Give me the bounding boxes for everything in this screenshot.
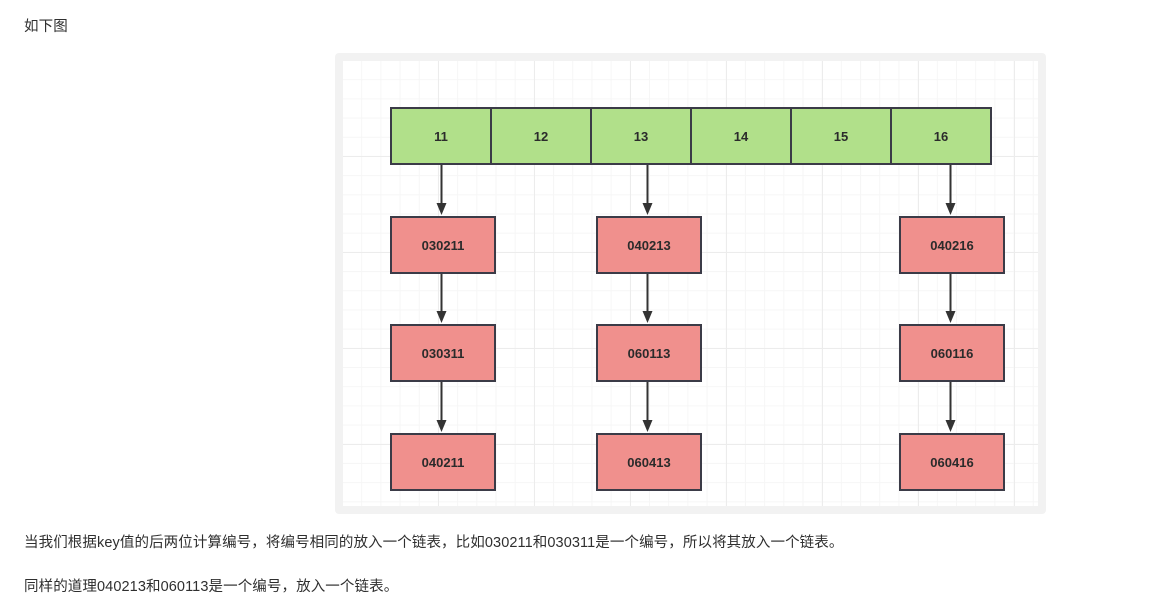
node-label: 040213 xyxy=(627,237,671,253)
node-label: 060113 xyxy=(627,345,671,361)
node-chain1-0[interactable]: 040213 xyxy=(596,216,702,274)
arrow-chain2-1-to-2 xyxy=(944,382,957,433)
bucket-cell-3[interactable]: 14 xyxy=(690,107,792,165)
node-label: 060413 xyxy=(627,454,671,470)
node-label: 060116 xyxy=(930,345,974,361)
node-chain2-1[interactable]: 060116 xyxy=(899,324,1005,382)
node-chain0-0[interactable]: 030211 xyxy=(390,216,496,274)
node-label: 040211 xyxy=(421,454,465,470)
node-chain0-2[interactable]: 040211 xyxy=(390,433,496,491)
node-chain2-0[interactable]: 040216 xyxy=(899,216,1005,274)
bucket-cell-label: 14 xyxy=(733,128,749,144)
node-label: 030311 xyxy=(421,345,465,361)
explanation-paragraph-1: 当我们根据key值的后两位计算编号，将编号相同的放入一个链表，比如030211和… xyxy=(24,535,844,551)
node-label: 030211 xyxy=(421,237,465,253)
bucket-array: 11 12 13 14 15 16 xyxy=(390,107,992,165)
node-label: 060416 xyxy=(930,454,974,470)
bucket-cell-5[interactable]: 16 xyxy=(890,107,992,165)
node-chain1-1[interactable]: 060113 xyxy=(596,324,702,382)
arrow-chain0-1-to-2 xyxy=(435,382,448,433)
node-chain2-2[interactable]: 060416 xyxy=(899,433,1005,491)
bucket-cell-label: 13 xyxy=(633,128,649,144)
node-chain1-2[interactable]: 060413 xyxy=(596,433,702,491)
bucket-cell-0[interactable]: 11 xyxy=(390,107,492,165)
diagram-canvas: 11 12 13 14 15 16 0 xyxy=(343,61,1038,506)
bucket-cell-label: 16 xyxy=(933,128,949,144)
hash-table-diagram: 11 12 13 14 15 16 0 xyxy=(335,53,1046,514)
node-label: 040216 xyxy=(930,237,974,253)
intro-paragraph: 如下图 xyxy=(24,19,68,35)
bucket-cell-4[interactable]: 15 xyxy=(790,107,892,165)
bucket-cell-2[interactable]: 13 xyxy=(590,107,692,165)
arrow-chain1-1-to-2 xyxy=(641,382,654,433)
arrow-chain1-0-to-1 xyxy=(641,274,654,324)
bucket-cell-label: 12 xyxy=(533,128,549,144)
arrow-chain0-0-to-1 xyxy=(435,274,448,324)
arrow-chain2-0-to-1 xyxy=(944,274,957,324)
arrow-bucket0-to-node0 xyxy=(435,165,448,216)
arrow-bucket2-to-node0 xyxy=(641,165,654,216)
arrow-bucket5-to-node0 xyxy=(944,165,957,216)
node-chain0-1[interactable]: 030311 xyxy=(390,324,496,382)
bucket-cell-1[interactable]: 12 xyxy=(490,107,592,165)
bucket-cell-label: 11 xyxy=(434,128,448,144)
explanation-paragraph-2: 同样的道理040213和060113是一个编号，放入一个链表。 xyxy=(24,579,399,595)
bucket-cell-label: 15 xyxy=(833,128,849,144)
